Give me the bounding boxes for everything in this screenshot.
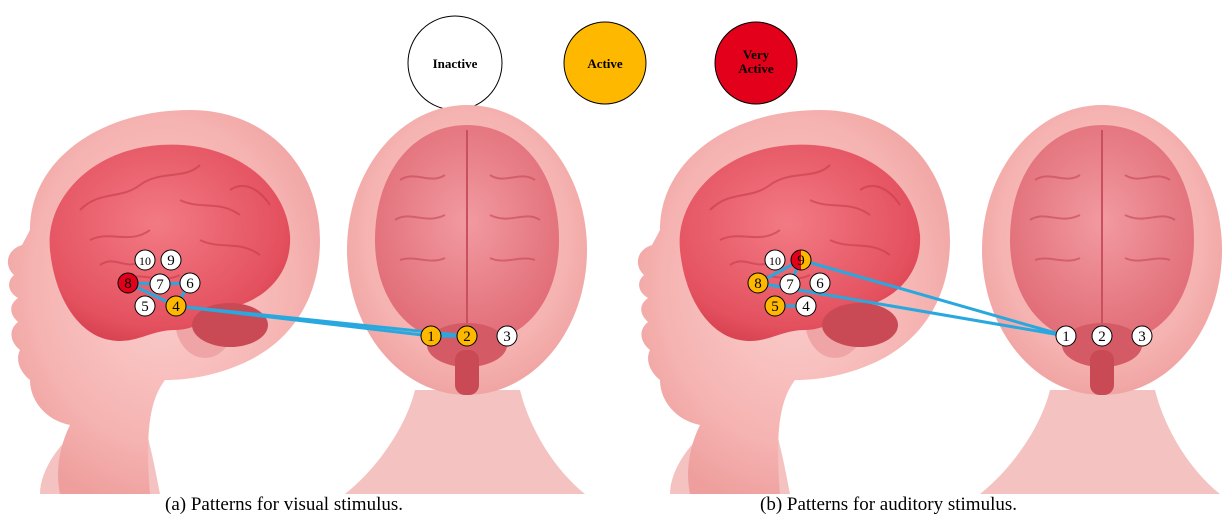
legend-label-inactive: Inactive bbox=[433, 56, 478, 71]
node-label: 10 bbox=[139, 254, 151, 268]
node-label: 3 bbox=[503, 329, 511, 345]
node-label: 2 bbox=[1098, 329, 1106, 345]
node-label: 1 bbox=[1062, 329, 1070, 345]
panel-b-side-head bbox=[638, 110, 950, 494]
caption-panel-b: (b) Patterns for auditory stimulus. bbox=[760, 494, 1017, 516]
side-node-9: 9 bbox=[791, 250, 811, 270]
node-label: 4 bbox=[172, 299, 180, 315]
back-node-1: 1 bbox=[1056, 326, 1076, 346]
side-node-5: 5 bbox=[765, 296, 785, 316]
node-label: 7 bbox=[156, 277, 164, 293]
node-label: 6 bbox=[186, 276, 194, 292]
back-node-2: 2 bbox=[1092, 326, 1112, 346]
panel-a-back-head bbox=[345, 105, 587, 494]
node-label: 8 bbox=[754, 276, 762, 292]
node-label: 3 bbox=[1138, 329, 1146, 345]
side-node-7: 7 bbox=[780, 274, 800, 294]
side-node-10: 10 bbox=[135, 250, 155, 270]
node-label: 5 bbox=[141, 299, 149, 315]
node-label: 7 bbox=[786, 277, 794, 293]
side-node-8: 8 bbox=[118, 273, 138, 293]
node-label: 6 bbox=[816, 276, 824, 292]
side-node-4: 4 bbox=[796, 296, 816, 316]
node-label: 4 bbox=[802, 299, 810, 315]
node-label: 2 bbox=[463, 329, 471, 345]
panel-b-back-head bbox=[980, 105, 1222, 494]
node-label: 9 bbox=[167, 253, 175, 269]
side-node-10: 10 bbox=[765, 250, 785, 270]
legend-label-active-2: Active bbox=[738, 61, 774, 76]
panel-a-side-head bbox=[8, 110, 320, 494]
side-node-9: 9 bbox=[161, 250, 181, 270]
legend-item-active: Active bbox=[564, 22, 646, 104]
side-node-6: 6 bbox=[810, 273, 830, 293]
side-node-5: 5 bbox=[135, 296, 155, 316]
node-label: 1 bbox=[427, 329, 435, 345]
back-node-3: 3 bbox=[497, 326, 517, 346]
legend-label-very: Very bbox=[743, 47, 770, 62]
node-label: 8 bbox=[124, 276, 132, 292]
side-node-6: 6 bbox=[180, 273, 200, 293]
legend: Inactive Active Very Active bbox=[408, 16, 797, 110]
back-node-3: 3 bbox=[1132, 326, 1152, 346]
back-node-2: 2 bbox=[457, 326, 477, 346]
caption-panel-a: (a) Patterns for visual stimulus. bbox=[165, 494, 403, 516]
back-node-1: 1 bbox=[421, 326, 441, 346]
side-node-8: 8 bbox=[748, 273, 768, 293]
legend-label-active: Active bbox=[587, 56, 623, 71]
legend-item-inactive: Inactive bbox=[408, 16, 502, 110]
legend-item-very-active: Very Active bbox=[715, 22, 797, 104]
side-node-4: 4 bbox=[166, 296, 186, 316]
node-label: 10 bbox=[769, 254, 781, 268]
node-label: 9 bbox=[797, 253, 805, 269]
node-label: 5 bbox=[771, 299, 779, 315]
side-node-7: 7 bbox=[150, 274, 170, 294]
